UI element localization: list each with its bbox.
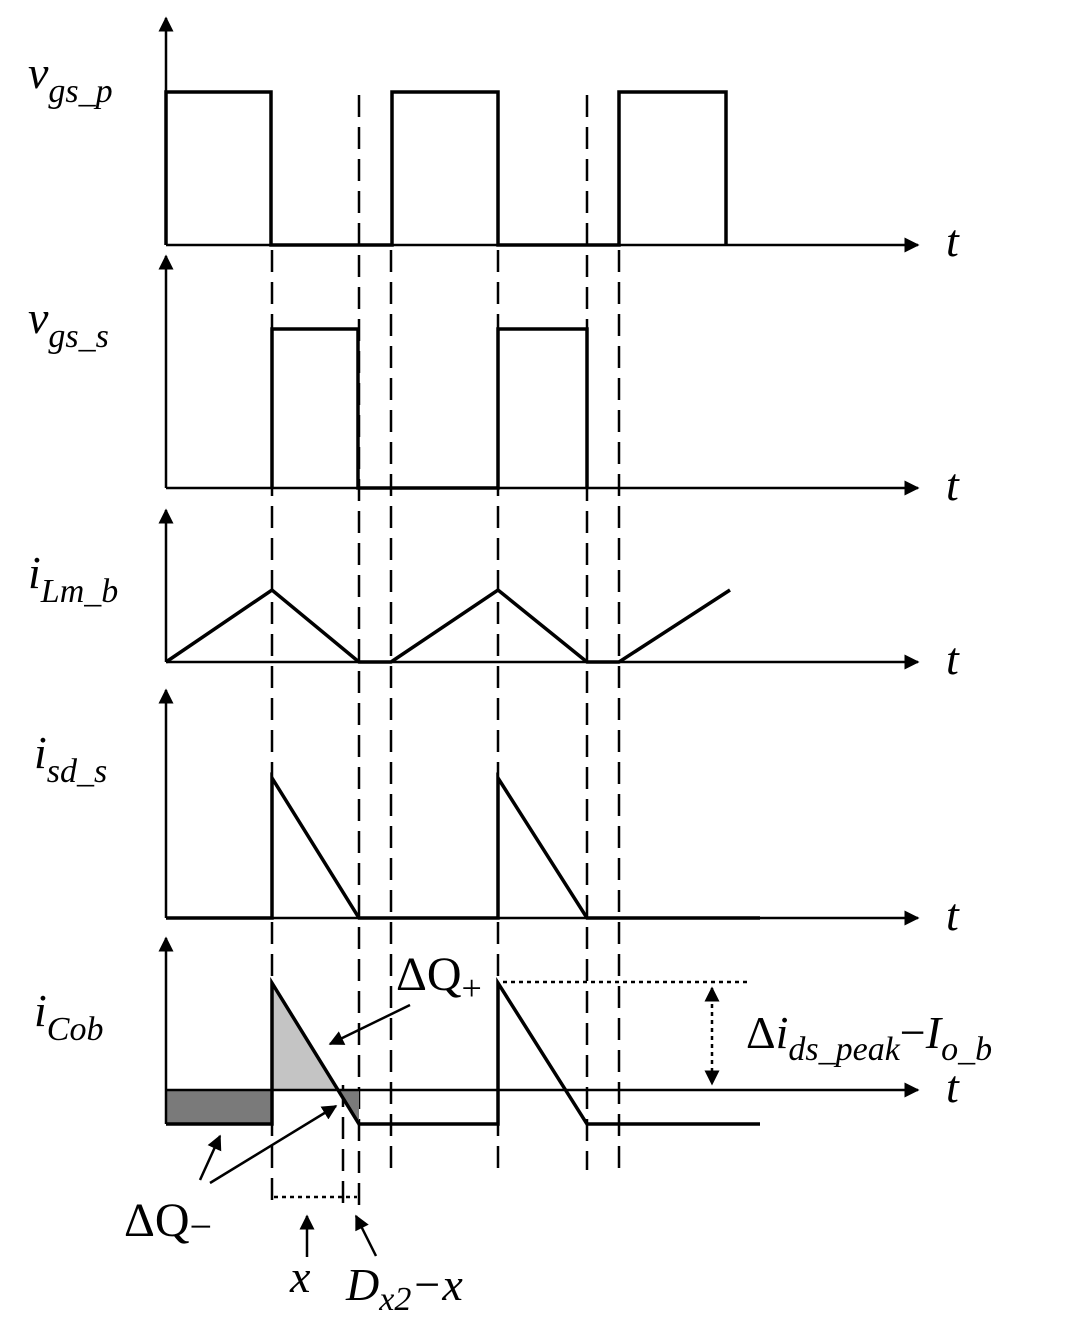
waveform-vgs-p (164, 90, 728, 247)
panel-vgs-s: vgs_s t (28, 254, 960, 510)
time-label-1: t (946, 215, 960, 266)
label-vgs-p: vgs_p (28, 47, 113, 110)
time-label-5: t (946, 1061, 960, 1112)
time-label-4: t (946, 889, 960, 940)
label-icob: iCob (34, 985, 103, 1048)
x-label: x (289, 1251, 311, 1302)
delta-i-label: Δids_peak−Io_b (746, 1007, 992, 1068)
time-label-2: t (946, 459, 960, 510)
panel-icob: iCob t ΔQ+ Δids_peak−Io_b ΔQ− x Dx2−x (34, 936, 992, 1318)
label-isd-s: isd_s (34, 727, 107, 790)
panel-vgs-p: vgs_p t (28, 16, 960, 266)
dx2-pointer (354, 1214, 378, 1257)
timing-guides (270, 95, 621, 1210)
dq-plus-pointer (328, 1003, 411, 1046)
dx2-label: Dx2−x (345, 1259, 463, 1318)
time-label-3: t (946, 633, 960, 684)
dq-minus-pointer-1 (198, 1134, 222, 1181)
label-ilm-b: iLm_b (28, 547, 118, 610)
dq-plus-label: ΔQ+ (396, 948, 482, 1008)
panel-ilm-b: iLm_b t (28, 508, 960, 684)
waveform-vgs-s (270, 327, 589, 490)
panel-isd-s: isd_s t (34, 688, 960, 940)
dq-minus-area (167, 1090, 272, 1124)
dq-minus-pointer-2 (209, 1104, 338, 1185)
waveform-icob (166, 976, 760, 1126)
waveform-ilm-b (165, 587, 731, 664)
waveform-isd-s (166, 771, 760, 920)
label-vgs-s: vgs_s (28, 292, 109, 355)
dq-minus-label: ΔQ− (124, 1194, 212, 1249)
